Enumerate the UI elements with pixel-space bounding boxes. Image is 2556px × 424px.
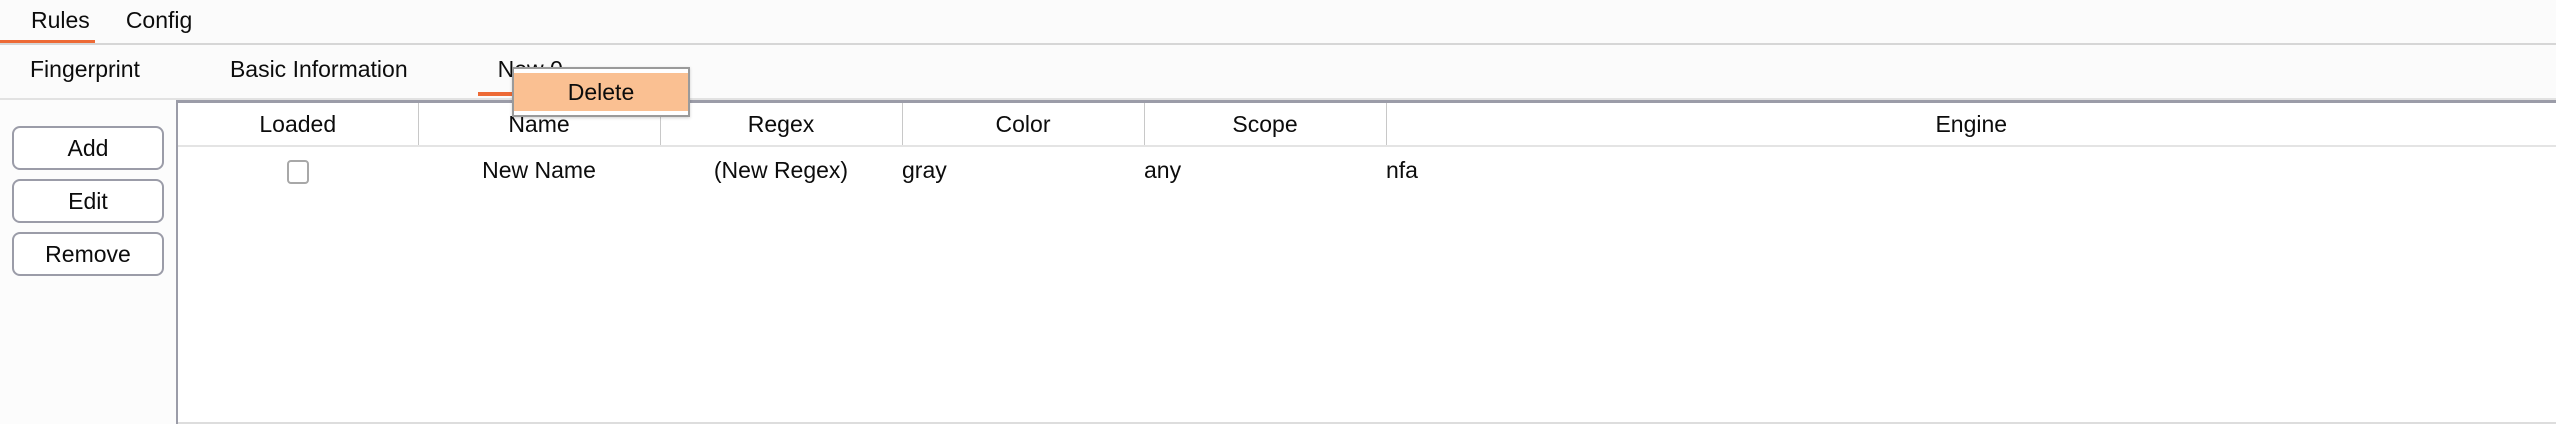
column-header-engine[interactable]: Engine [1386,103,2556,147]
secondary-tab-bar-baseline [0,98,2556,100]
content-area: Add Edit Remove Loaded Name [0,100,2556,424]
tab-fingerprint[interactable]: Fingerprint [10,45,160,100]
edit-button[interactable]: Edit [12,179,164,223]
rules-table-container: Loaded Name Regex Color Scope Engine New… [178,100,2556,424]
column-header-regex[interactable]: Regex [660,103,903,147]
tab-context-menu: Delete [512,67,690,117]
context-menu-item-delete[interactable]: Delete [514,73,688,111]
column-header-scope[interactable]: Scope [1144,103,1387,147]
tab-rules[interactable]: Rules [0,0,108,45]
tab-basic-information[interactable]: Basic Information [210,45,428,100]
secondary-tab-bar: Fingerprint Basic Information New 0 [0,45,2556,100]
tab-fingerprint-label: Fingerprint [30,56,140,82]
tab-config[interactable]: Config [108,0,210,45]
empty-cell [660,194,902,242]
primary-tab-bar-baseline [0,43,2556,45]
cell-regex[interactable]: (New Regex) [660,146,902,194]
cell-color[interactable]: gray [902,146,1144,194]
table-empty-area [178,194,2556,242]
tab-config-label: Config [125,7,193,33]
loaded-checkbox[interactable] [287,159,309,184]
column-header-loaded[interactable]: Loaded [178,103,419,147]
cell-engine[interactable]: nfa [1386,146,2556,194]
rules-table-body: New Name (New Regex) gray any nfa [178,146,2556,242]
tab-rules-label: Rules [31,7,90,33]
primary-tab-list: Rules Config [0,0,2556,45]
rule-actions-panel: Add Edit Remove [0,100,178,424]
empty-cell [1386,194,2556,242]
cell-scope[interactable]: any [1144,146,1386,194]
empty-cell [1144,194,1386,242]
empty-cell [178,194,418,242]
primary-tab-bar: Rules Config [0,0,2556,45]
tab-rules-active-indicator [0,40,95,45]
secondary-tab-list: Fingerprint Basic Information New 0 [0,45,2556,100]
rules-table: Loaded Name Regex Color Scope Engine New… [178,103,2556,242]
tab-basic-information-label: Basic Information [229,56,408,82]
cell-loaded[interactable] [178,146,418,194]
cell-name[interactable]: New Name [418,146,660,194]
column-header-color[interactable]: Color [902,103,1145,147]
table-row[interactable]: New Name (New Regex) gray any nfa [178,146,2556,194]
remove-button[interactable]: Remove [12,232,164,276]
empty-cell [418,194,660,242]
empty-cell [902,194,1144,242]
add-button[interactable]: Add [12,126,164,170]
